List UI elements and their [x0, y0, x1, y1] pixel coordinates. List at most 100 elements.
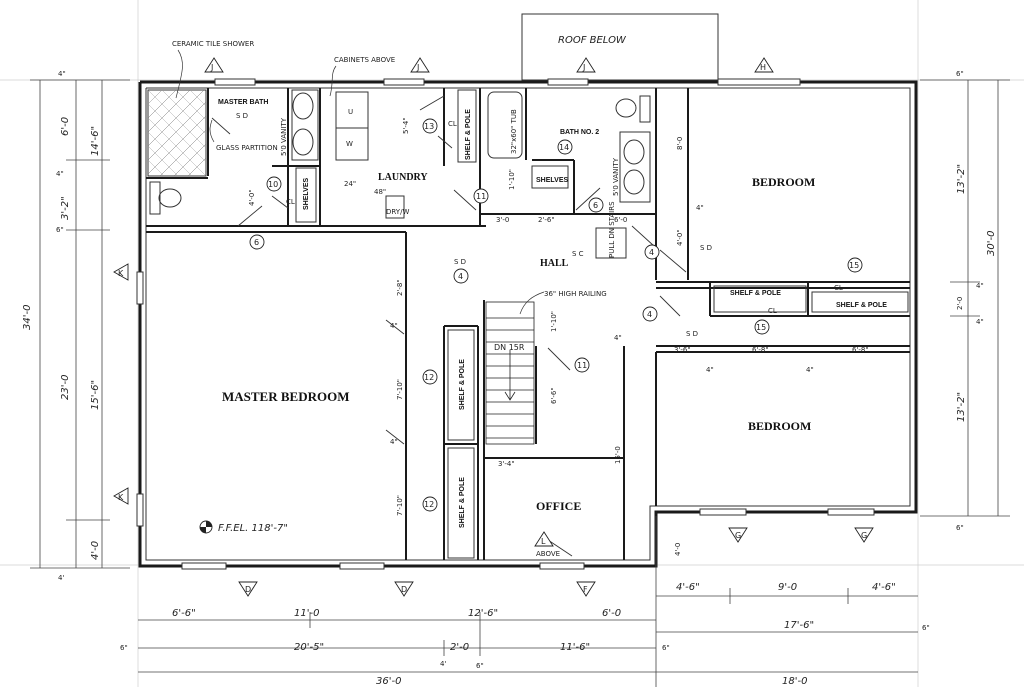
- svg-text:S D: S D: [686, 330, 698, 338]
- svg-text:3'-0: 3'-0: [496, 216, 509, 224]
- doors: [211, 95, 687, 557]
- svg-text:J: J: [582, 63, 585, 72]
- svg-text:3'-4": 3'-4": [498, 460, 515, 468]
- svg-text:32"x60" TUB: 32"x60" TUB: [510, 109, 518, 154]
- svg-text:6": 6": [662, 644, 670, 652]
- svg-text:36" HIGH RAILING: 36" HIGH RAILING: [544, 290, 607, 298]
- svg-text:36'-0: 36'-0: [376, 676, 401, 687]
- svg-text:S D: S D: [236, 112, 248, 120]
- svg-text:4": 4": [806, 366, 814, 374]
- svg-text:F.F.EL. 118'-7": F.F.EL. 118'-7": [218, 523, 288, 534]
- svg-text:20'-5": 20'-5": [294, 642, 324, 653]
- svg-text:6'-6": 6'-6": [550, 387, 558, 404]
- room-bedroom-bottom: BEDROOM: [748, 419, 811, 433]
- svg-text:5'0 VANITY: 5'0 VANITY: [612, 157, 620, 196]
- svg-text:SHELF & POLE: SHELF & POLE: [730, 290, 781, 297]
- svg-text:6'-8": 6'-8": [852, 346, 869, 354]
- svg-text:6": 6": [956, 524, 964, 532]
- room-master-bedroom: MASTER BEDROOM: [222, 389, 349, 404]
- svg-text:6": 6": [56, 226, 64, 234]
- note-leaders: [175, 49, 545, 315]
- svg-text:12'-6": 12'-6": [468, 608, 498, 619]
- room-bedroom-top: BEDROOM: [752, 175, 815, 189]
- fixtures: U W: [149, 89, 651, 259]
- room-laundry: LAUNDRY: [378, 172, 428, 183]
- svg-text:4": 4": [976, 318, 984, 326]
- svg-text:13'-2": 13'-2": [956, 392, 967, 422]
- svg-text:30'-0: 30'-0: [986, 231, 997, 256]
- svg-text:34'-0: 34'-0: [22, 305, 33, 330]
- svg-text:6: 6: [593, 201, 598, 210]
- dimension-text: 34'-0 6'-0 14'-6" 3'-2" 23'-0 15'-6" 4'-…: [22, 70, 997, 687]
- svg-text:4": 4": [696, 204, 704, 212]
- svg-text:5'-4": 5'-4": [402, 117, 410, 134]
- svg-text:4'-0": 4'-0": [676, 229, 684, 246]
- windows: [136, 78, 875, 570]
- shelves-label: SHELVES: [536, 177, 568, 184]
- svg-text:S D: S D: [454, 258, 466, 266]
- exterior-walls: [138, 80, 918, 568]
- svg-text:4'-6": 4'-6": [676, 582, 700, 593]
- shower-tile: [147, 89, 207, 177]
- svg-text:4': 4': [58, 574, 64, 582]
- svg-text:W: W: [346, 140, 353, 148]
- svg-text:6'-8": 6'-8": [752, 346, 769, 354]
- closets-shelf-pole: [447, 285, 909, 559]
- svg-text:15'-6": 15'-6": [90, 380, 101, 410]
- svg-text:G: G: [861, 531, 867, 540]
- room-hall: HALL: [540, 258, 569, 269]
- svg-text:J: J: [416, 63, 419, 72]
- svg-text:6": 6": [476, 662, 484, 670]
- svg-text:L: L: [541, 537, 546, 546]
- notes: CERAMIC TILE SHOWER GLASS PARTITION CABI…: [172, 40, 712, 534]
- svg-text:14'-6": 14'-6": [90, 126, 101, 156]
- svg-text:4: 4: [458, 272, 463, 281]
- svg-text:8'-0: 8'-0: [676, 137, 684, 150]
- svg-text:4": 4": [706, 366, 714, 374]
- svg-text:4'-6": 4'-6": [872, 582, 896, 593]
- svg-text:1'-10": 1'-10": [508, 169, 516, 190]
- room-office: OFFICE: [536, 499, 581, 513]
- svg-text:15'-0: 15'-0: [614, 446, 622, 464]
- svg-text:DRY/W: DRY/W: [386, 208, 409, 216]
- svg-text:5'0 VANITY: 5'0 VANITY: [280, 117, 288, 156]
- interior-walls: [146, 88, 910, 560]
- svg-text:PULL DN STAIRS: PULL DN STAIRS: [608, 201, 616, 258]
- svg-text:4": 4": [390, 322, 398, 330]
- svg-text:K: K: [118, 493, 124, 502]
- svg-text:4": 4": [976, 282, 984, 290]
- svg-text:S D: S D: [700, 244, 712, 252]
- svg-text:6'-6": 6'-6": [172, 608, 196, 619]
- svg-text:17'-6": 17'-6": [784, 620, 814, 631]
- elevation-marker: [199, 520, 213, 534]
- svg-text:6": 6": [956, 70, 964, 78]
- svg-text:CL: CL: [286, 198, 295, 206]
- svg-text:ABOVE: ABOVE: [536, 550, 560, 558]
- svg-text:6": 6": [922, 624, 930, 632]
- shelves-small-label: SHELVES: [303, 178, 310, 210]
- svg-text:4'-0": 4'-0": [248, 189, 256, 206]
- svg-text:4'-0: 4'-0: [90, 541, 101, 560]
- svg-text:ROOF BELOW: ROOF BELOW: [558, 35, 627, 46]
- svg-text:CERAMIC TILE SHOWER: CERAMIC TILE SHOWER: [172, 40, 254, 48]
- svg-text:H: H: [760, 63, 766, 72]
- svg-text:4: 4: [649, 248, 654, 257]
- svg-text:23'-0: 23'-0: [60, 375, 71, 400]
- svg-text:F: F: [583, 585, 588, 594]
- svg-text:2'-8": 2'-8": [396, 279, 404, 296]
- svg-text:4'-0: 4'-0: [674, 543, 682, 556]
- svg-text:4: 4: [647, 310, 652, 319]
- svg-text:18'-0: 18'-0: [782, 676, 807, 687]
- svg-text:2'-6": 2'-6": [538, 216, 555, 224]
- roof-below: ROOF BELOW: [521, 13, 719, 81]
- closet-labels: SHELF & POLE SHELF & POLE SHELF & POLE S…: [286, 109, 887, 528]
- room-labels: MASTER BEDROOM MASTER BATH LAUNDRY BATH …: [218, 99, 815, 513]
- svg-text:SHELF & POLE: SHELF & POLE: [459, 477, 466, 528]
- svg-text:11'-6": 11'-6": [560, 642, 590, 653]
- svg-text:CL: CL: [448, 120, 457, 128]
- svg-text:1'-10": 1'-10": [550, 311, 558, 332]
- svg-text:3'-2": 3'-2": [60, 196, 71, 220]
- svg-text:13'-2": 13'-2": [956, 164, 967, 194]
